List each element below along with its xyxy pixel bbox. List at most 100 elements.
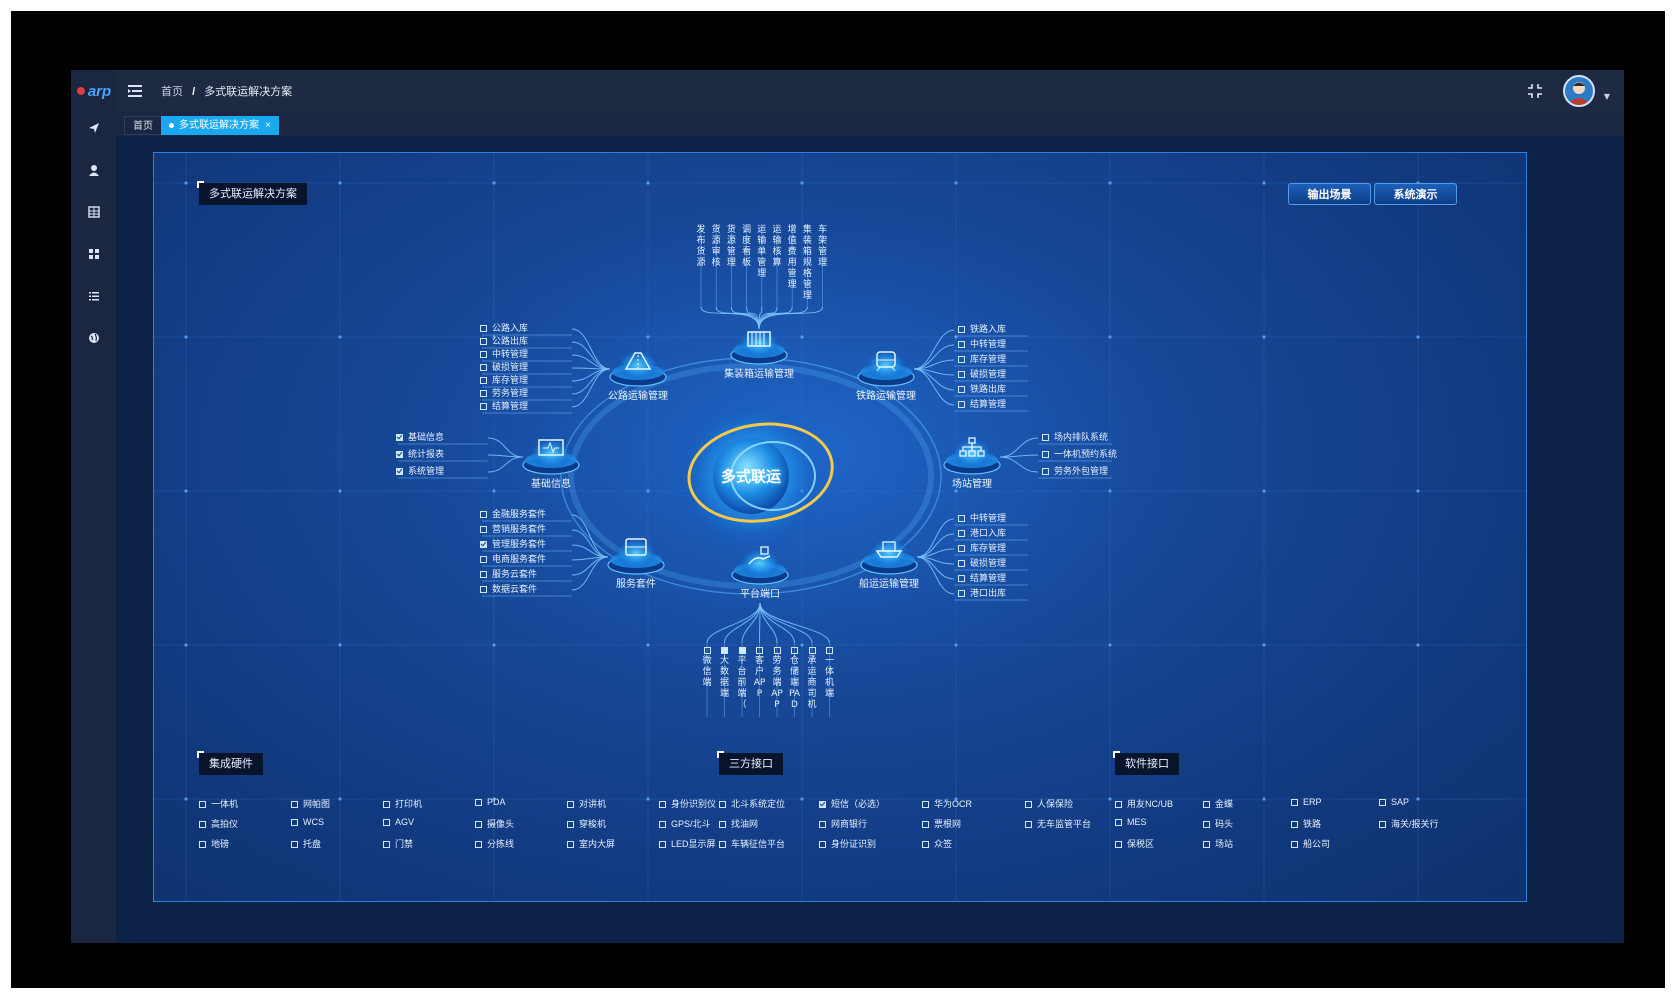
- checkbox[interactable]: [480, 390, 487, 397]
- logo[interactable]: arp: [71, 70, 116, 112]
- checkbox[interactable]: [958, 386, 965, 393]
- platform-item[interactable]: 微信端: [701, 647, 713, 689]
- checkbox[interactable]: [475, 799, 482, 806]
- rail-item[interactable]: 结算管理: [958, 398, 1006, 410]
- caret-down-icon[interactable]: ▼: [1603, 92, 1610, 101]
- checkbox[interactable]: [396, 434, 403, 441]
- checkbox[interactable]: [291, 801, 298, 808]
- yard-item[interactable]: 劳务外包管理: [1042, 465, 1108, 477]
- checkbox[interactable]: [703, 647, 711, 654]
- checkbox[interactable]: [659, 821, 666, 828]
- yard-item[interactable]: 一体机预约系统: [1042, 448, 1117, 460]
- hardware-item[interactable]: 摄像头: [475, 817, 514, 830]
- checkbox[interactable]: [958, 515, 965, 522]
- checkbox[interactable]: [383, 819, 390, 826]
- checkbox[interactable]: [480, 403, 487, 410]
- checkbox[interactable]: [1291, 821, 1298, 828]
- checkbox[interactable]: [480, 541, 487, 548]
- tab-home[interactable]: 首页: [124, 116, 162, 135]
- checkbox[interactable]: [199, 801, 206, 808]
- apps-icon[interactable]: [71, 242, 116, 266]
- checkbox[interactable]: [958, 341, 965, 348]
- container-item-label[interactable]: 运输单管理: [757, 225, 767, 279]
- ship-item[interactable]: 破损管理: [958, 557, 1006, 569]
- checkbox[interactable]: [958, 326, 965, 333]
- software-item[interactable]: 铁路: [1291, 817, 1321, 830]
- service-item[interactable]: 电商服务套件: [480, 553, 546, 565]
- export-scene-button[interactable]: 输出场景: [1288, 183, 1371, 205]
- basic-item[interactable]: 系统管理: [396, 465, 444, 477]
- checkbox[interactable]: [480, 571, 487, 578]
- service-suite-node[interactable]: [607, 537, 665, 575]
- platform-item[interactable]: 平台前端（: [736, 647, 748, 711]
- checkbox[interactable]: [199, 821, 206, 828]
- checkbox[interactable]: [721, 647, 728, 654]
- service-item[interactable]: 数据云套件: [480, 583, 537, 595]
- platform-item[interactable]: 一体机端: [824, 647, 836, 700]
- checkbox[interactable]: [719, 801, 726, 808]
- hardware-item[interactable]: 身份识别仪: [659, 797, 716, 810]
- software-item[interactable]: 场站: [1203, 837, 1233, 850]
- checkbox[interactable]: [1115, 841, 1122, 848]
- road-item[interactable]: 中转管理: [480, 348, 528, 360]
- yard-item[interactable]: 场内排队系统: [1042, 431, 1108, 443]
- menu-fold-icon[interactable]: [124, 80, 146, 102]
- road-item[interactable]: 公路出库: [480, 335, 528, 347]
- checkbox[interactable]: [567, 801, 574, 808]
- platform-item[interactable]: 大数据端: [719, 647, 731, 700]
- software-item[interactable]: 金蝶: [1203, 797, 1233, 810]
- software-item[interactable]: ERP: [1291, 797, 1322, 807]
- rail-transport-node[interactable]: [857, 349, 915, 387]
- third-party-item[interactable]: 无车监管平台: [1025, 817, 1091, 830]
- rail-item[interactable]: 铁路出库: [958, 383, 1006, 395]
- hardware-item[interactable]: 网帕图: [291, 797, 330, 810]
- checkbox[interactable]: [819, 841, 826, 848]
- checkbox[interactable]: [567, 821, 574, 828]
- software-item[interactable]: 保税区: [1115, 837, 1154, 850]
- ship-item[interactable]: 中转管理: [958, 512, 1006, 524]
- third-party-item[interactable]: 北斗系统定位: [719, 797, 785, 810]
- checkbox[interactable]: [958, 401, 965, 408]
- rail-item[interactable]: 破损管理: [958, 368, 1006, 380]
- road-item[interactable]: 库存管理: [480, 374, 528, 386]
- checkbox[interactable]: [475, 841, 482, 848]
- checkbox[interactable]: [922, 821, 929, 828]
- road-item[interactable]: 结算管理: [480, 400, 528, 412]
- avatar[interactable]: [1563, 75, 1595, 107]
- hardware-item[interactable]: WCS: [291, 817, 324, 827]
- software-item[interactable]: 码头: [1203, 817, 1233, 830]
- container-item-label[interactable]: 运输核算: [772, 225, 782, 268]
- checkbox[interactable]: [1291, 799, 1298, 806]
- third-party-item[interactable]: 票根网: [922, 817, 961, 830]
- globe-icon[interactable]: [71, 326, 116, 350]
- hardware-item[interactable]: 地磅: [199, 837, 229, 850]
- tab-multimodal[interactable]: 多式联运解决方案×: [161, 116, 279, 135]
- basic-item[interactable]: 统计报表: [396, 448, 444, 460]
- road-item[interactable]: 破损管理: [480, 361, 528, 373]
- road-transport-node[interactable]: [609, 349, 667, 387]
- checkbox[interactable]: [480, 325, 487, 332]
- container-transport-node[interactable]: [730, 327, 788, 365]
- checkbox[interactable]: [480, 377, 487, 384]
- software-item[interactable]: 船公司: [1291, 837, 1330, 850]
- send-icon[interactable]: [71, 116, 116, 140]
- container-item-label[interactable]: 货源审核: [711, 225, 721, 268]
- ship-item[interactable]: 港口入库: [958, 527, 1006, 539]
- third-party-item[interactable]: 找油网: [719, 817, 758, 830]
- checkbox[interactable]: [826, 647, 833, 654]
- platform-port-node[interactable]: [731, 546, 789, 585]
- rail-item[interactable]: 中转管理: [958, 338, 1006, 350]
- tab-close-icon[interactable]: ×: [265, 120, 271, 131]
- software-item[interactable]: SAP: [1379, 797, 1409, 807]
- hardware-item[interactable]: 分拣线: [475, 837, 514, 850]
- road-item[interactable]: 公路入库: [480, 322, 528, 334]
- checkbox[interactable]: [1042, 468, 1049, 475]
- hardware-item[interactable]: 高拍仪: [199, 817, 238, 830]
- ship-item[interactable]: 结算管理: [958, 572, 1006, 584]
- checkbox[interactable]: [738, 647, 746, 654]
- user-icon[interactable]: [71, 158, 116, 182]
- software-item[interactable]: 海关/报关行: [1379, 817, 1439, 830]
- checkbox[interactable]: [922, 801, 929, 808]
- service-item[interactable]: 金融服务套件: [480, 508, 546, 520]
- third-party-item[interactable]: 身份证识别: [819, 837, 876, 850]
